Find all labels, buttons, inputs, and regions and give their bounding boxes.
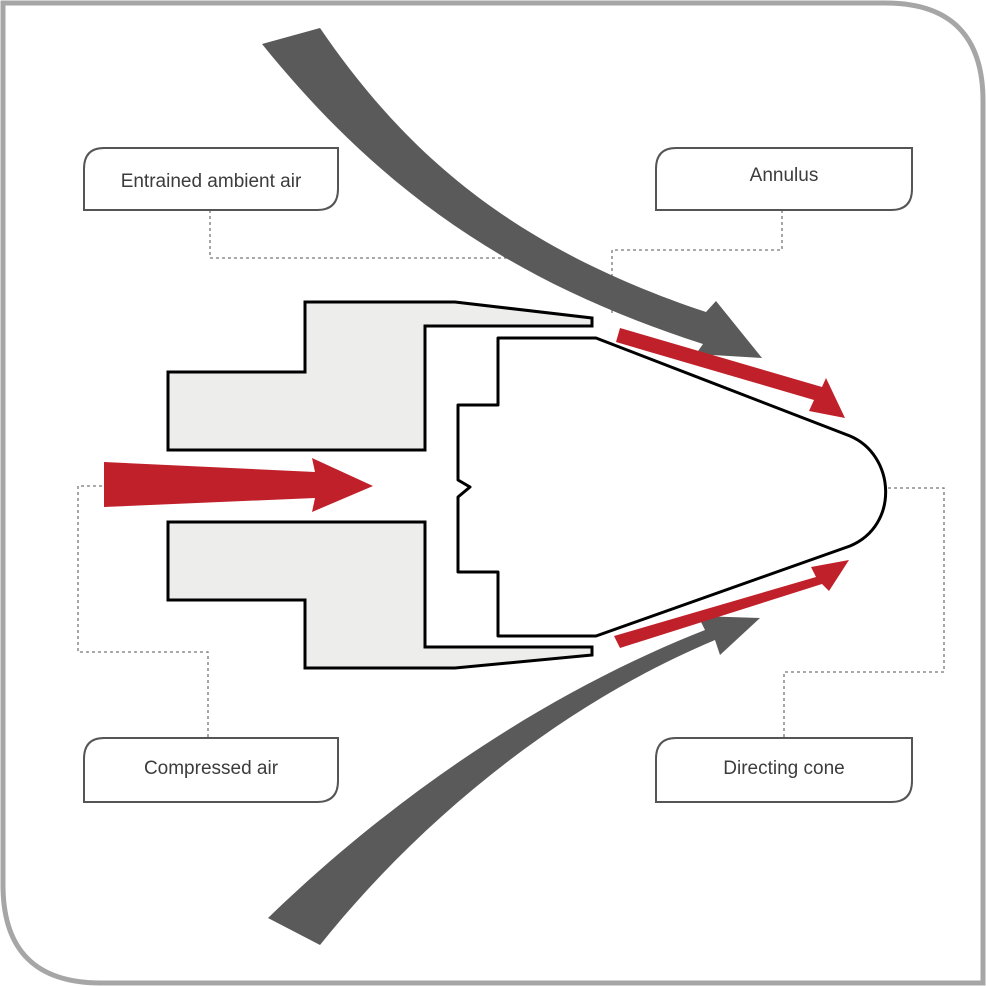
leader-cone bbox=[783, 487, 945, 738]
callout-box-compressed bbox=[83, 737, 339, 803]
label-compressed-air: Compressed air bbox=[143, 758, 279, 779]
callout-boxes bbox=[83, 147, 913, 803]
housing-upper bbox=[166, 300, 594, 452]
leader-compressed bbox=[77, 485, 209, 738]
housing-lower bbox=[166, 520, 594, 670]
label-annulus: Annulus bbox=[749, 165, 819, 186]
entrained-air-arrow-bottom bbox=[268, 616, 760, 945]
callout-box-entrained bbox=[83, 147, 339, 211]
annulus-flow-arrow-top bbox=[616, 328, 845, 418]
leader-entrained bbox=[209, 210, 563, 259]
callout-box-cone bbox=[655, 737, 913, 803]
label-directing-cone: Directing cone bbox=[723, 758, 845, 779]
label-entrained-ambient-air: Entrained ambient air bbox=[120, 171, 302, 192]
entrained-air-arrow-top bbox=[262, 28, 762, 358]
annulus-flow-arrow-bottom bbox=[614, 560, 849, 648]
compressed-air-arrow bbox=[104, 458, 373, 512]
directing-cone bbox=[456, 336, 888, 638]
callout-box-annulus bbox=[655, 147, 913, 211]
